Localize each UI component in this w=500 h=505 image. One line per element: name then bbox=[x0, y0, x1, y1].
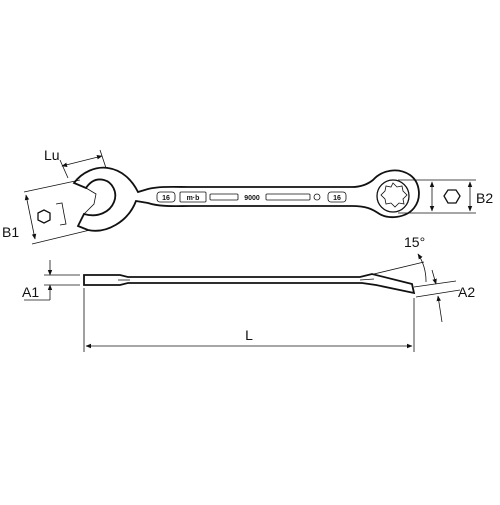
ring-opening bbox=[376, 179, 410, 213]
dimension-b1: B1 bbox=[2, 179, 91, 245]
wrench-top-view: 16 m·b 9000 16 bbox=[72, 166, 420, 232]
brand-stamp: m·b bbox=[187, 195, 200, 202]
dimension-lu: Lu bbox=[44, 147, 107, 179]
dimension-angle: 15° bbox=[373, 234, 427, 283]
label-lu: Lu bbox=[44, 147, 60, 163]
dimension-l: L bbox=[83, 288, 415, 352]
model-stamp: 9000 bbox=[244, 195, 260, 202]
label-a1: A1 bbox=[22, 284, 39, 300]
label-b2: B2 bbox=[476, 190, 493, 206]
wrench-side-view bbox=[83, 273, 416, 295]
side-outline bbox=[83, 273, 416, 295]
dimension-b2: B2 bbox=[398, 179, 493, 214]
wrench-outline bbox=[72, 166, 420, 232]
label-l: L bbox=[245, 327, 253, 343]
dimension-a1: A1 bbox=[22, 260, 80, 301]
label-a2: A2 bbox=[458, 284, 475, 300]
size-stamp-right: 16 bbox=[333, 195, 341, 202]
dimension-a2: A2 bbox=[413, 269, 475, 323]
size-stamp-left: 16 bbox=[162, 195, 170, 202]
label-b1: B1 bbox=[2, 224, 19, 240]
label-angle: 15° bbox=[404, 234, 425, 250]
